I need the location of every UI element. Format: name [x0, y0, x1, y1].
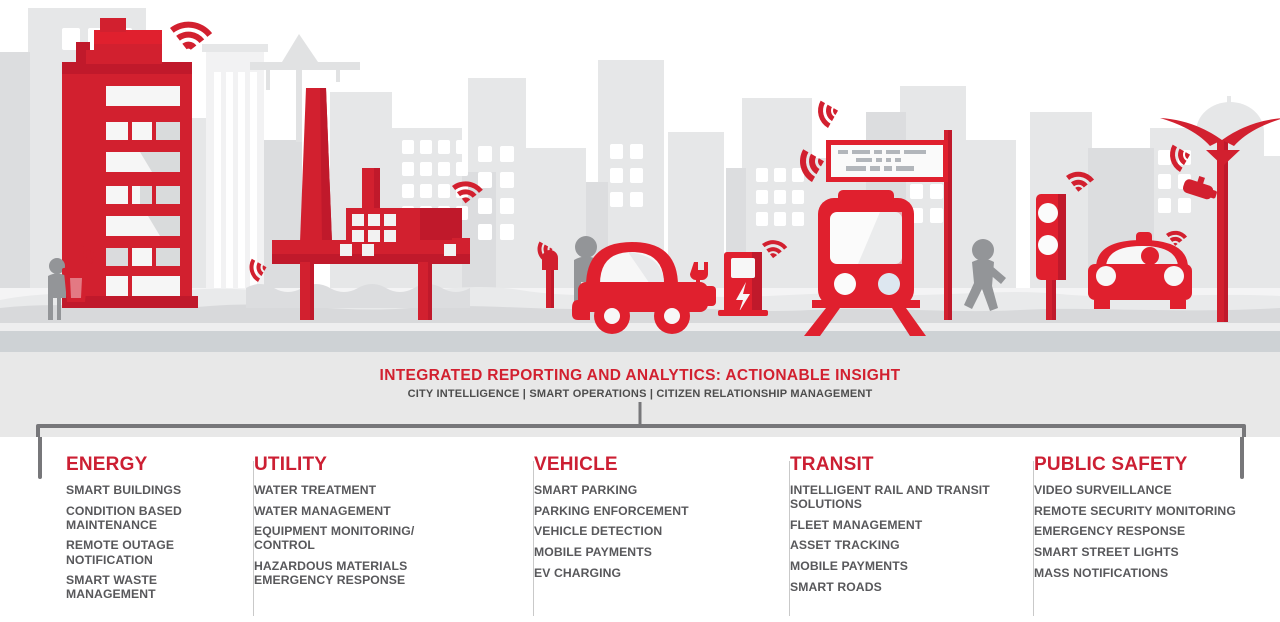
list-item[interactable]: SMART WASTE MANAGEMENT [66, 573, 158, 602]
column-divider [533, 461, 534, 616]
list-item[interactable]: SMART ROADS [790, 579, 882, 594]
service-categories: ENERGY SMART BUILDINGS CONDITION BASED M… [38, 455, 1248, 622]
column-divider [253, 461, 254, 616]
list-item[interactable]: CONDITION BASED MAINTENANCE [66, 503, 182, 532]
factory-water-treatment-plant [272, 88, 470, 320]
list-item[interactable]: HAZARDOUS MATERIALS EMERGENCY RESPONSE [254, 559, 408, 588]
list-item[interactable]: VIDEO SURVEILLANCE [1034, 483, 1172, 497]
list-item[interactable]: REMOTE SECURITY MONITORING [1034, 503, 1236, 518]
list-item[interactable]: FLEET MANAGEMENT [790, 517, 923, 532]
category-title-vehicle: VEHICLE [534, 454, 618, 475]
category-column-transit: TRANSIT INTELLIGENT RAIL AND TRANSIT SOL… [790, 455, 1034, 622]
category-title-energy: ENERGY [66, 454, 148, 475]
wifi-icon [1166, 230, 1188, 246]
smart-street-light-camera [1160, 118, 1280, 322]
police-car [1088, 232, 1192, 309]
wifi-icon [818, 100, 838, 128]
wifi-icon [1170, 144, 1190, 172]
category-title-public-safety: PUBLIC SAFETY [1034, 454, 1188, 475]
list-item[interactable]: REMOTE OUTAGE NOTIFICATION [66, 538, 175, 567]
column-divider [1033, 461, 1034, 616]
list-item[interactable]: MASS NOTIFICATIONS [1034, 565, 1169, 580]
category-column-energy: ENERGY SMART BUILDINGS CONDITION BASED M… [38, 455, 254, 622]
sidewalk-shadow [0, 304, 1280, 324]
curb-line [0, 323, 1280, 332]
wifi-icon [249, 258, 267, 282]
category-title-utility: UTILITY [254, 454, 328, 475]
list-item[interactable]: EMERGENCY RESPONSE [1034, 524, 1186, 539]
column-divider [789, 461, 790, 616]
list-item[interactable]: WATER MANAGEMENT [254, 503, 391, 518]
list-item[interactable]: EV CHARGING [534, 565, 622, 580]
ev-charging-station [718, 252, 768, 316]
electric-car [572, 242, 716, 334]
list-item[interactable]: EQUIPMENT MONITORING/ CONTROL [254, 524, 415, 553]
list-item[interactable]: INTELLIGENT RAIL AND TRANSIT SOLUTIONS [790, 483, 990, 512]
list-item[interactable]: ASSET TRACKING [790, 538, 900, 553]
list-item[interactable]: SMART PARKING [534, 483, 638, 497]
crossing-pedestrian [964, 239, 1006, 311]
list-item[interactable]: MOBILE PAYMENTS [534, 544, 652, 559]
traffic-light [1036, 194, 1066, 320]
list-item[interactable]: VEHICLE DETECTION [534, 524, 663, 539]
list-item[interactable]: PARKING ENFORCEMENT [534, 503, 689, 518]
wifi-icon [800, 149, 824, 182]
category-column-vehicle: VEHICLE SMART PARKING PARKING ENFORCEMEN… [534, 455, 790, 622]
wifi-icon [1066, 171, 1095, 192]
wifi-icon [537, 241, 553, 262]
wifi-icon [170, 21, 213, 50]
list-item[interactable]: SMART STREET LIGHTS [1034, 544, 1179, 559]
smart-city-illustration [0, 8, 1280, 352]
list-item[interactable]: WATER TREATMENT [254, 483, 377, 497]
list-item[interactable]: MOBILE PAYMENTS [790, 559, 908, 574]
tram-train [804, 190, 926, 336]
columns-backdrop [0, 437, 1280, 622]
construction-crane-icon [250, 34, 360, 142]
page-title: INTEGRATED REPORTING AND ANALYTICS: ACTI… [379, 367, 901, 384]
category-column-utility: UTILITY WATER TREATMENT WATER MANAGEMENT… [254, 455, 534, 622]
smart-trash-bin [62, 268, 90, 302]
transit-info-sign [826, 130, 952, 320]
category-title-transit: TRANSIT [790, 454, 874, 475]
wifi-icon [452, 181, 483, 204]
wifi-icon [79, 245, 97, 270]
wifi-icon [762, 240, 788, 259]
page-subtitle: CITY INTELLIGENCE | SMART OPERATIONS | C… [407, 388, 873, 400]
list-item[interactable]: SMART BUILDINGS [66, 483, 182, 497]
road-band [0, 331, 1280, 352]
category-column-public-safety: PUBLIC SAFETY VIDEO SURVEILLANCE REMOTE … [1034, 455, 1248, 622]
